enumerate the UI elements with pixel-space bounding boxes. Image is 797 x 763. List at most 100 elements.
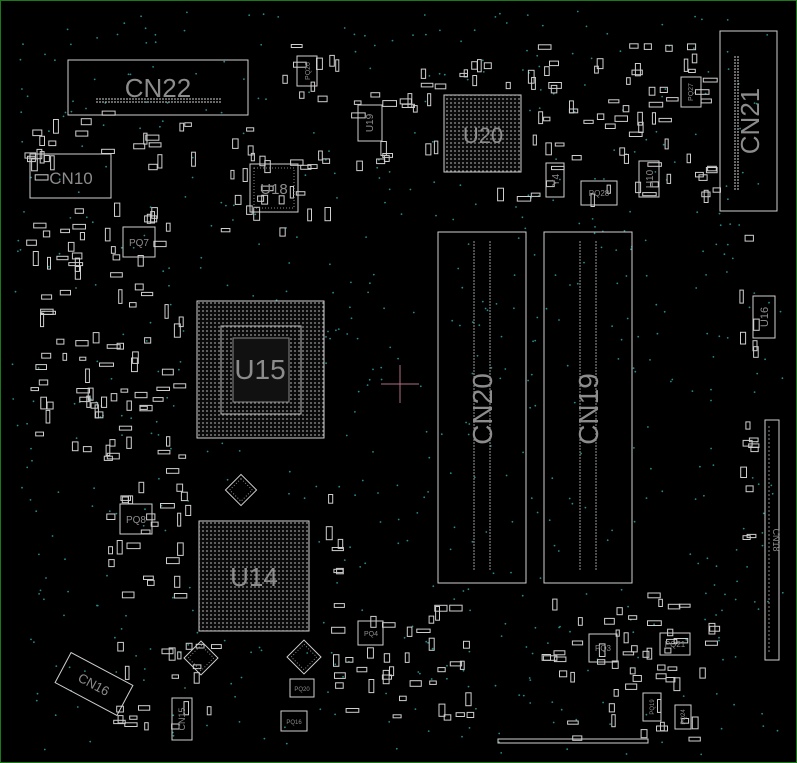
via bbox=[726, 19, 729, 21]
connector-cn22[interactable]: CN22 bbox=[67, 59, 249, 116]
via bbox=[12, 398, 15, 400]
passive-part bbox=[333, 568, 344, 574]
via bbox=[527, 194, 530, 197]
via bbox=[718, 639, 720, 642]
chip-u19[interactable]: U19 bbox=[357, 104, 383, 142]
passive-part bbox=[126, 400, 132, 411]
via bbox=[166, 396, 169, 399]
connector-cn18[interactable]: CN18 bbox=[764, 419, 781, 661]
via bbox=[499, 377, 502, 380]
label-u14: U14 bbox=[230, 562, 278, 592]
via bbox=[733, 703, 735, 706]
via bbox=[600, 246, 603, 249]
passive-part bbox=[166, 436, 171, 447]
passive-part bbox=[40, 308, 54, 316]
rotated-chip-a[interactable] bbox=[224, 473, 258, 507]
passive-part bbox=[571, 155, 582, 161]
via bbox=[541, 24, 544, 27]
passive-part bbox=[368, 679, 375, 694]
via bbox=[584, 506, 587, 509]
passive-part bbox=[412, 105, 418, 113]
chip-u14[interactable]: U14 bbox=[198, 520, 310, 632]
passive-part bbox=[253, 206, 261, 221]
via bbox=[482, 71, 485, 73]
passive-part bbox=[629, 667, 636, 675]
via bbox=[751, 477, 754, 479]
via bbox=[471, 540, 474, 543]
via bbox=[548, 519, 551, 522]
via bbox=[145, 42, 148, 44]
label-u20: U20 bbox=[463, 123, 503, 148]
crystal-y4[interactable]: Y4 bbox=[545, 162, 565, 198]
chip-u15[interactable]: U15 bbox=[196, 300, 325, 439]
passive-part bbox=[642, 192, 657, 197]
passive-part bbox=[615, 629, 620, 637]
via bbox=[145, 340, 148, 342]
via bbox=[606, 32, 609, 35]
passive-part bbox=[310, 81, 316, 92]
transistor-pq21[interactable]: PQ21 bbox=[659, 632, 691, 656]
passive-part bbox=[176, 483, 184, 492]
passive-part bbox=[293, 61, 307, 68]
transistor-pq3[interactable]: PQ3 bbox=[588, 633, 618, 663]
passive-part bbox=[335, 59, 340, 72]
connector-cn19[interactable]: CN19 bbox=[543, 231, 633, 584]
transistor-pq27[interactable]: PQ27 bbox=[680, 76, 702, 108]
via bbox=[718, 636, 720, 639]
via bbox=[593, 232, 596, 235]
connector-cn21[interactable]: CN21 bbox=[719, 30, 778, 212]
rotated-chip-b[interactable] bbox=[183, 640, 219, 676]
via bbox=[522, 694, 525, 697]
transistor-pq28[interactable]: PQ28 bbox=[580, 180, 618, 206]
via bbox=[558, 319, 560, 321]
transistor-pq24[interactable]: PQ24 bbox=[674, 704, 692, 730]
connector-cn20[interactable]: CN20 bbox=[437, 231, 527, 584]
via bbox=[527, 379, 529, 382]
passive-part bbox=[171, 674, 180, 679]
passive-part bbox=[590, 193, 595, 207]
transistor-pq7[interactable]: PQ7 bbox=[122, 226, 156, 258]
via bbox=[633, 151, 636, 153]
via bbox=[364, 562, 367, 565]
via bbox=[188, 586, 191, 589]
chip-u10[interactable]: U10 bbox=[638, 160, 660, 198]
via bbox=[630, 248, 632, 251]
transistor-pq20[interactable]: PQ20 bbox=[289, 678, 315, 698]
passive-part bbox=[406, 626, 413, 637]
passive-part bbox=[658, 117, 672, 123]
via bbox=[449, 472, 452, 475]
label-pq28: PQ28 bbox=[589, 189, 610, 198]
via bbox=[459, 324, 461, 327]
via bbox=[64, 558, 66, 561]
via bbox=[29, 499, 32, 501]
chip-u16[interactable]: U16 bbox=[752, 295, 776, 339]
passive-part bbox=[688, 736, 701, 742]
passive-part bbox=[657, 664, 666, 671]
connector-cn10[interactable]: CN10 bbox=[29, 153, 112, 199]
transistor-pq16[interactable]: PQ16 bbox=[280, 710, 308, 732]
via bbox=[21, 486, 23, 489]
connector-cn15[interactable]: CN15 bbox=[171, 697, 193, 741]
label-cn16: CN16 bbox=[76, 670, 112, 699]
chip-u20[interactable]: U20 bbox=[443, 94, 522, 173]
transistor-pq26[interactable]: PQ26 bbox=[296, 55, 318, 87]
via bbox=[366, 384, 369, 386]
transistor-pq4[interactable]: PQ4 bbox=[357, 620, 384, 646]
via bbox=[560, 708, 563, 711]
via bbox=[68, 666, 71, 669]
rotated-chip-c[interactable] bbox=[286, 639, 322, 675]
via bbox=[260, 43, 263, 46]
chip-u18[interactable]: U18 bbox=[249, 163, 299, 213]
passive-part bbox=[165, 222, 171, 232]
transistor-pq19[interactable]: PQ19 bbox=[642, 692, 662, 722]
via bbox=[38, 593, 40, 595]
via bbox=[372, 368, 374, 371]
passive-part bbox=[74, 266, 82, 280]
passive-part bbox=[619, 147, 626, 156]
passive-part bbox=[570, 671, 575, 683]
via bbox=[718, 212, 721, 215]
transistor-pq8[interactable]: PQ8 bbox=[119, 503, 153, 535]
via bbox=[682, 695, 685, 697]
via bbox=[242, 132, 245, 135]
via bbox=[406, 539, 409, 542]
